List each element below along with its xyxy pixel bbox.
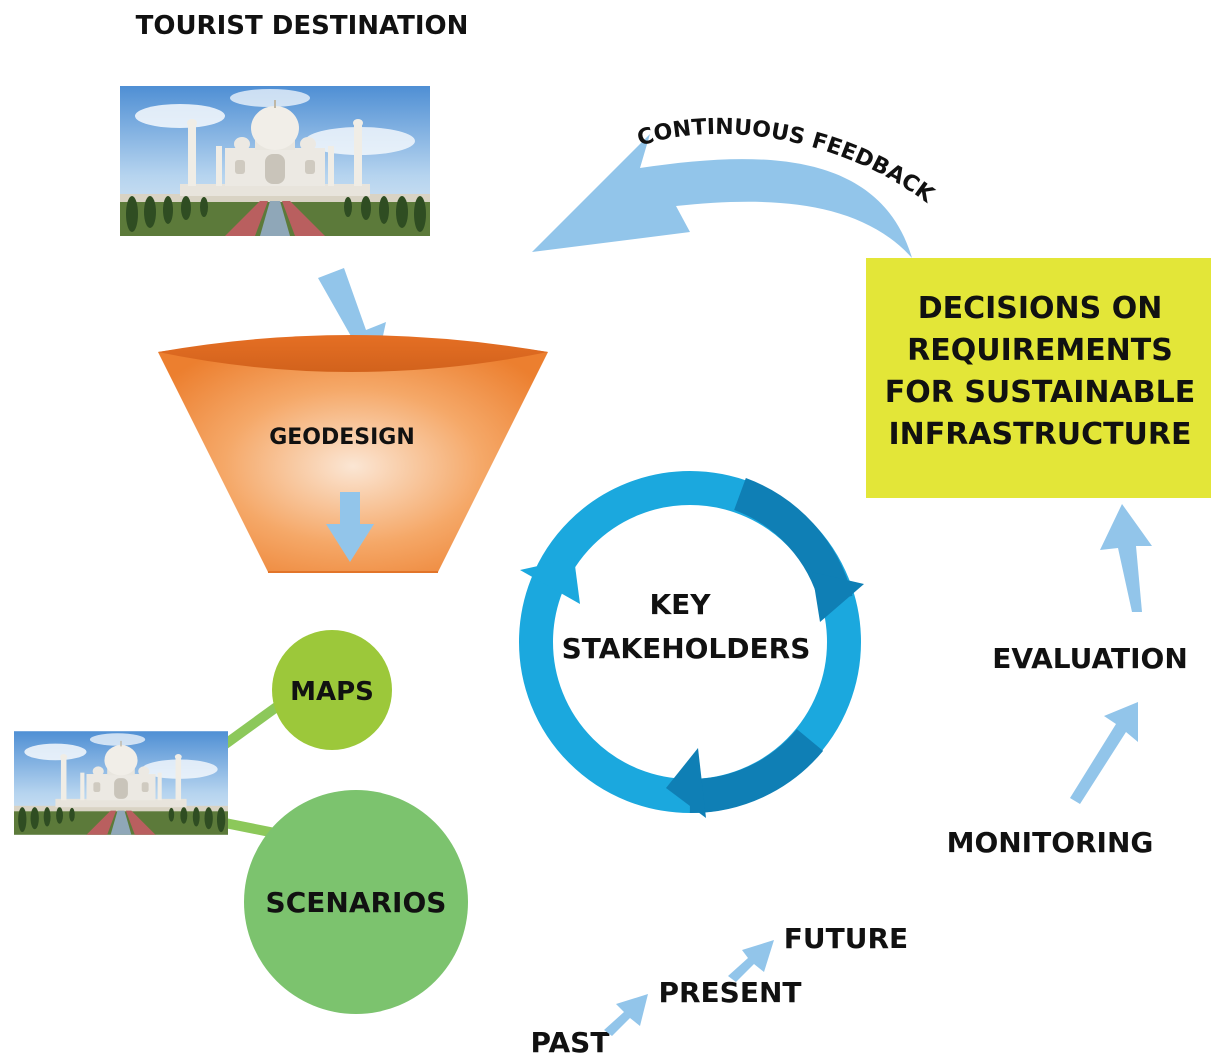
decisions-line-3: FOR SUSTAINABLE — [885, 375, 1195, 410]
continuous-feedback-arrow — [532, 134, 912, 258]
cycle-arrowhead-right — [812, 572, 864, 622]
stakeholders-label: STAKEHOLDERS — [562, 632, 811, 665]
key-label: KEY — [649, 588, 711, 621]
evaluation-label: EVALUATION — [992, 642, 1188, 675]
future-label: FUTURE — [784, 922, 908, 955]
past-label: PAST — [531, 1026, 610, 1058]
taj-mahal-photo-bottom — [14, 731, 228, 835]
scenarios-circle — [244, 790, 468, 1014]
scenarios-label: SCENARIOS — [266, 886, 447, 919]
arrow-monitoring-to-evaluation — [1070, 702, 1138, 804]
stakeholder-cycle — [519, 471, 864, 818]
decisions-line-2: REQUIREMENTS — [907, 333, 1173, 368]
cycle-arrowhead-left — [520, 558, 580, 604]
taj-mahal-photo-top — [120, 86, 430, 236]
maps-circle — [272, 630, 392, 750]
geodesign-funnel — [158, 335, 548, 573]
arrow-funnel-down — [326, 492, 374, 562]
arrow-past-to-present — [604, 994, 648, 1036]
geodesign-label: GEODESIGN — [269, 425, 415, 450]
decisions-line-1: DECISIONS ON — [918, 291, 1163, 326]
monitoring-label: MONITORING — [947, 826, 1154, 859]
arrow-evaluation-to-decisions — [1100, 504, 1152, 612]
decisions-box — [866, 258, 1211, 498]
decisions-line-4: INFRASTRUCTURE — [888, 417, 1191, 452]
cycle-arrowhead-bottom — [666, 748, 706, 818]
maps-label: MAPS — [290, 677, 374, 707]
tourist-destination-label: TOURIST DESTINATION — [136, 11, 469, 41]
present-label: PRESENT — [658, 976, 801, 1009]
arrow-present-to-future — [728, 940, 774, 982]
